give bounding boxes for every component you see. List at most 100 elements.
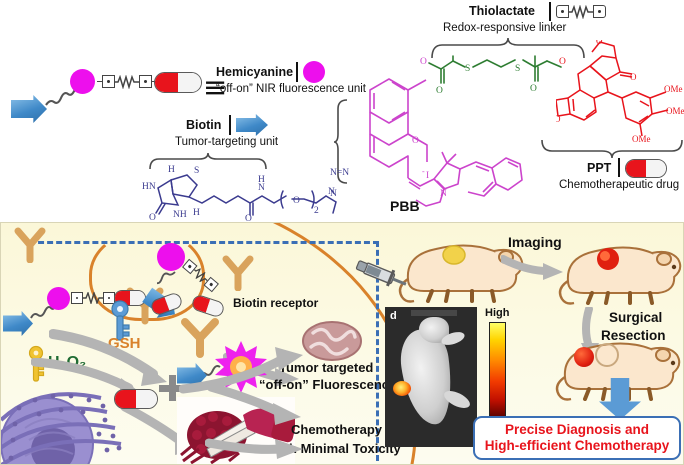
- nucleus-and-er-icon: [1, 392, 122, 464]
- tumor-fluorescence-spot: [393, 381, 411, 396]
- legend-ppt-subtitle: Chemotherapeutic drug: [559, 179, 680, 191]
- magenta-circle-icon: [157, 243, 185, 271]
- syringe-icon: [355, 260, 407, 287]
- legend-separator-ppt: [618, 158, 620, 177]
- svg-text:O: O: [556, 114, 561, 124]
- legend-biotin-title: Biotin: [186, 118, 222, 132]
- spring-linker-icon: [181, 258, 219, 293]
- red-white-capsule-icon: [154, 72, 202, 93]
- to-imaging-arrow: [179, 347, 303, 394]
- outcome-fluorescence-line2: “off-on” Fluorescence: [259, 377, 397, 392]
- ppt-chemical-structure: O O O O OMe OMe OMe: [556, 40, 684, 144]
- legend-separator-thiolactate: [549, 2, 551, 21]
- mechanism-application-panel: GSH H₂O₂ Biotin receptor: [0, 222, 684, 465]
- blue-arrow-icon: [236, 114, 268, 136]
- molecular-design-panel: ≡ Hemicyanine “off-on” NIR fluorescence …: [0, 0, 684, 222]
- squiggle-connector-icon: [45, 88, 76, 106]
- cartoon-probe-assembly: [10, 65, 202, 125]
- ester-oxygen-label: O: [559, 57, 566, 67]
- mitochondrion-icon: [302, 321, 362, 361]
- mouse-injection: [355, 231, 526, 303]
- svg-text:O: O: [530, 84, 537, 94]
- probe-name-label: PBB: [390, 198, 420, 214]
- photo-header-strip: [411, 310, 457, 316]
- colorbar-high-label: High: [485, 307, 510, 319]
- svg-text:S: S: [465, 64, 470, 74]
- spring-linker-icon: [556, 4, 606, 19]
- biotin-receptor-icon: [14, 227, 46, 263]
- brace-thiolactate: [431, 37, 585, 59]
- svg-text:S: S: [194, 166, 199, 176]
- legend-separator-biotin: [229, 115, 231, 135]
- red-white-capsule-icon: [625, 159, 667, 178]
- svg-text:I: I: [426, 171, 429, 181]
- svg-text:OMe: OMe: [666, 106, 684, 116]
- mouse-imaged: [556, 233, 683, 305]
- svg-text:N: N: [258, 183, 265, 193]
- conclusion-callout: Precise Diagnosis and High-efficient Che…: [473, 416, 681, 460]
- imaging-label: Imaging: [508, 234, 562, 250]
- svg-text:OMe: OMe: [632, 134, 651, 144]
- equivalence-symbol: ≡: [203, 70, 228, 104]
- gsh-key-icon: [111, 300, 130, 341]
- surgical-resection-line2: Resection: [601, 328, 666, 343]
- outcome-chemotherapy-line2: with Minimal Toxicity: [271, 441, 401, 456]
- outcome-chemotherapy-line1: Chemotherapy: [291, 422, 383, 437]
- svg-text:NH: NH: [173, 210, 187, 220]
- svg-text:O: O: [293, 196, 300, 206]
- magenta-circle-icon: [303, 61, 325, 83]
- svg-text:OMe: OMe: [664, 84, 683, 94]
- legend-ppt-title: PPT: [587, 161, 612, 175]
- dashed-injection-path: [29, 241, 379, 244]
- photo-panel-letter: d: [390, 310, 397, 322]
- magenta-circle-icon: [70, 69, 95, 94]
- magenta-circle-icon: [47, 287, 70, 310]
- svg-text:N: N: [328, 187, 335, 197]
- svg-text:O: O: [245, 214, 252, 221]
- svg-text:HN: HN: [142, 182, 156, 192]
- squiggle-connector-icon: [157, 271, 176, 285]
- fluorescence-colorbar: [489, 322, 506, 428]
- spring-linker-icon: [71, 291, 115, 305]
- free-drug-capsule-icon: [114, 389, 158, 409]
- imaging-arrow: [501, 255, 563, 280]
- biotin-receptor-label: Biotin receptor: [233, 296, 319, 310]
- hemicyanine-chemical-structure: O N I -: [369, 78, 523, 207]
- triazole-label: N=N: [330, 168, 350, 178]
- outcome-fluorescence-line1: Tumor targeted: [279, 360, 374, 375]
- legend-biotin-subtitle: Tumor-targeting unit: [175, 136, 279, 148]
- thiolactate-linker-structure: S S O O: [428, 55, 562, 96]
- brace-ppt: [541, 139, 683, 159]
- svg-text:H: H: [258, 175, 265, 185]
- intact-probe-extracellular: [3, 285, 146, 339]
- receptor-bound-probe: [151, 243, 231, 333]
- reaction-arrow: [49, 329, 167, 386]
- biotin-receptor-icon: [222, 255, 254, 291]
- surgical-resection-line1: Surgical: [609, 310, 663, 325]
- svg-text:N: N: [440, 189, 447, 199]
- svg-text:O: O: [436, 86, 443, 96]
- to-callout-arrow-upper: [207, 382, 301, 425]
- legend-thiolactate-subtitle: Redox-responsive linker: [443, 22, 567, 34]
- svg-text:O: O: [596, 40, 603, 46]
- svg-text:S: S: [515, 64, 520, 74]
- in-vivo-fluorescence-photo: d: [385, 307, 477, 447]
- legend-separator-hemicyanine: [296, 62, 298, 82]
- biotin-chemical-structure: H S HN O NH H O N H O 2 N: [142, 165, 337, 221]
- biotin-receptor-icon: [181, 318, 219, 358]
- triazole-n-label: N: [330, 189, 337, 199]
- spring-linker-icon: [97, 74, 157, 89]
- excised-tumor-dot: [574, 347, 594, 367]
- to-callout-arrow-lower: [205, 438, 303, 459]
- svg-text:H: H: [168, 165, 175, 175]
- legend-hemicyanine-subtitle: “off-on” NIR fluorescence unit: [216, 83, 366, 95]
- legend-thiolactate-title: Thiolactate: [469, 4, 535, 18]
- svg-text:O: O: [149, 213, 156, 221]
- legend-hemicyanine-title: Hemicyanine: [216, 65, 294, 79]
- callout-line2: High-efficient Chemotherapy: [484, 438, 670, 454]
- phenol-oxygen-label: O: [420, 57, 427, 67]
- callout-line1: Precise Diagnosis and: [504, 422, 650, 437]
- brace-hemicyanine: [333, 99, 348, 184]
- svg-text:2: 2: [314, 206, 319, 216]
